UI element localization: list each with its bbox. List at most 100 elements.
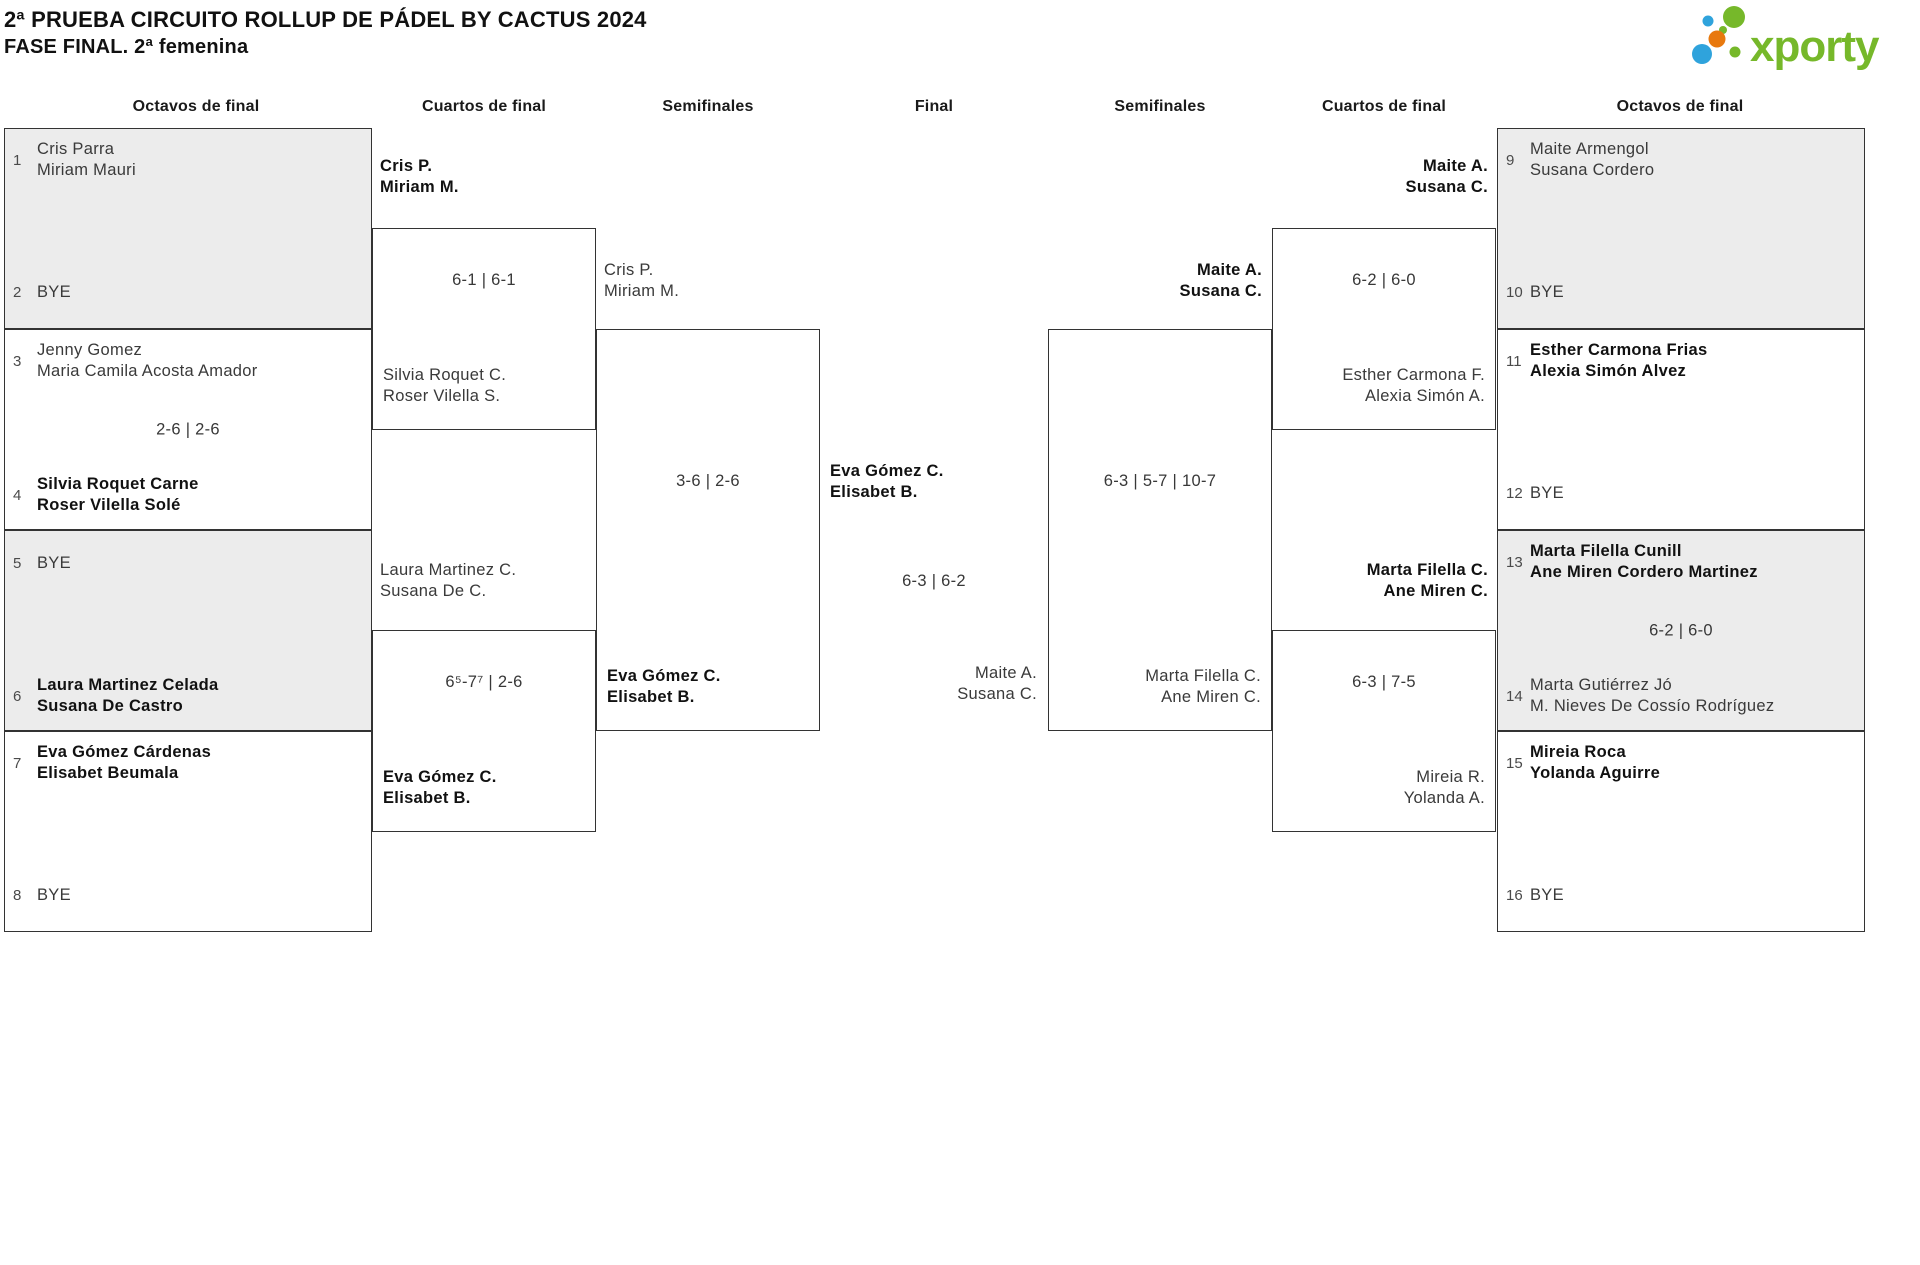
- seed-number: 9: [1506, 151, 1515, 169]
- advancing-team-label: Maite A.Susana C.: [1179, 261, 1262, 300]
- advancing-team-label: Laura Martinez C.Susana De C.: [380, 561, 517, 600]
- bye-label: BYE: [1530, 283, 1564, 301]
- logo-dot-green-large: [1723, 6, 1745, 28]
- team-name-winner: Eva Gómez Cárdenas: [37, 743, 212, 761]
- team-row: 12 BYE: [1504, 483, 1564, 504]
- round-header-octavos-right: Octavos de final: [1616, 98, 1744, 115]
- seed-number: 2: [13, 284, 22, 301]
- team-name-winner: Roser Vilella Solé: [37, 496, 181, 514]
- final-runnerup-label: Maite A.Susana C.: [957, 664, 1037, 703]
- seed-number: 10: [1506, 284, 1523, 301]
- match-score: 6⁵-7⁷ | 2-6: [445, 673, 523, 691]
- match-score: 6-3 | 5-7 | 10-7: [1103, 472, 1217, 490]
- match-box-sf-right: 6-3 | 5-7 | 10-7 Marta Filella C.Ane Mir…: [1048, 329, 1272, 731]
- team-name: Susana Cordero: [1530, 161, 1655, 179]
- bye-label: BYE: [37, 554, 71, 572]
- team-row: 16 BYE: [1504, 885, 1564, 906]
- seed-number: 5: [13, 555, 22, 572]
- advancing-team-label: Silvia Roquet C.Roser Vilella S.: [383, 366, 507, 405]
- seed-number: 14: [1506, 687, 1523, 705]
- seed-number: 16: [1506, 887, 1523, 904]
- advancing-team-label: Mireia R.Yolanda A.: [1403, 768, 1485, 807]
- round-header-cuartos-left: Cuartos de final: [421, 98, 547, 115]
- advancing-team-label: Eva Gómez C.Elisabet B.: [383, 768, 497, 807]
- team-name-winner: Elisabet Beumala: [37, 764, 179, 782]
- match-box-qf-left-top: 6-1 | 6-1 Silvia Roquet C.Roser Vilella …: [372, 228, 596, 430]
- team-name-winner: Mireia Roca: [1530, 743, 1626, 761]
- team-name: Marta Gutiérrez Jó: [1530, 676, 1673, 694]
- bye-label: BYE: [37, 283, 71, 301]
- match-box-sf-left: 3-6 | 2-6 Eva Gómez C.Elisabet B.: [596, 329, 820, 731]
- team-name: Cris Parra: [37, 140, 115, 158]
- logo-dot-green-small: [1729, 46, 1741, 58]
- match-score: 6-3 | 7-5: [1352, 673, 1416, 691]
- match-score: 6-1 | 6-1: [452, 271, 516, 289]
- bye-label: BYE: [1530, 886, 1564, 904]
- match-box-qf-left-bottom: 6⁵-7⁷ | 2-6 Eva Gómez C.Elisabet B.: [372, 630, 596, 832]
- logo-dot-blue-large: [1692, 44, 1712, 64]
- team-row: 14 Marta Gutiérrez Jó M. Nieves De Cossío…: [1504, 675, 1774, 717]
- seed-number: 15: [1506, 754, 1523, 772]
- match-score: 6-2 | 6-0: [1649, 621, 1713, 639]
- team-name-winner: Alexia Simón Alvez: [1530, 362, 1687, 380]
- seed-number: 11: [1506, 352, 1522, 370]
- team-name-winner: Ane Miren Cordero Martinez: [1530, 563, 1758, 581]
- team-name: Maite Armengol: [1530, 140, 1649, 158]
- team-name: Maria Camila Acosta Amador: [37, 362, 258, 380]
- round-header-final: Final: [914, 98, 954, 115]
- match-score: 2-6 | 2-6: [156, 420, 220, 438]
- team-row: 10 BYE: [1504, 282, 1564, 303]
- team-row: 2 BYE: [11, 282, 71, 303]
- round-header-cuartos-right: Cuartos de final: [1321, 98, 1447, 115]
- page-subtitle: FASE FINAL. 2ª femenina: [4, 36, 249, 58]
- seed-number: 3: [13, 352, 22, 370]
- final-winner-label: Eva Gómez C.Elisabet B.: [830, 462, 944, 501]
- team-name: M. Nieves De Cossío Rodríguez: [1530, 697, 1775, 715]
- round-header-semis-left: Semifinales: [662, 98, 754, 115]
- final-score: 6-3 | 6-2: [902, 572, 966, 590]
- advancing-team-label: Esther Carmona F.Alexia Simón A.: [1342, 366, 1485, 405]
- team-name-winner: Marta Filella Cunill: [1530, 542, 1682, 560]
- advancing-team-label: Cris P.Miriam M.: [604, 261, 680, 300]
- seed-number: 13: [1506, 553, 1523, 571]
- team-name-winner: Laura Martinez Celada: [37, 676, 219, 694]
- round-header-octavos-left: Octavos de final: [132, 98, 260, 115]
- logo-wordmark: xporty: [1750, 22, 1880, 71]
- team-row: 8 BYE: [11, 885, 71, 906]
- match-box-qf-right-bottom: 6-3 | 7-5 Mireia R.Yolanda A.: [1272, 630, 1496, 832]
- team-name-winner: Esther Carmona Frias: [1530, 341, 1708, 359]
- logo-dot-orange: [1708, 30, 1726, 48]
- advancing-team-label: Marta Filella C.Ane Miren C.: [1366, 561, 1488, 600]
- advancing-team-label: Cris P.Miriam M.: [380, 157, 459, 196]
- team-name-winner: Yolanda Aguirre: [1530, 764, 1661, 782]
- seed-number: 6: [13, 687, 22, 705]
- team-name: Jenny Gomez: [37, 341, 143, 359]
- match-score: 6-2 | 6-0: [1352, 271, 1416, 289]
- seed-number: 1: [13, 151, 22, 169]
- advancing-team-label: Maite A.Susana C.: [1405, 157, 1488, 196]
- seed-number: 8: [13, 887, 22, 904]
- team-name-winner: Susana De Castro: [37, 697, 184, 715]
- xporty-logo: xporty: [1692, 6, 1881, 71]
- seed-number: 4: [13, 486, 22, 504]
- match-box-qf-right-top: 6-2 | 6-0 Esther Carmona F.Alexia Simón …: [1272, 228, 1496, 430]
- team-name-winner: Silvia Roquet Carne: [37, 475, 199, 493]
- bye-label: BYE: [37, 886, 71, 904]
- page-title: 2ª PRUEBA CIRCUITO ROLLUP DE PÁDEL BY CA…: [4, 7, 647, 32]
